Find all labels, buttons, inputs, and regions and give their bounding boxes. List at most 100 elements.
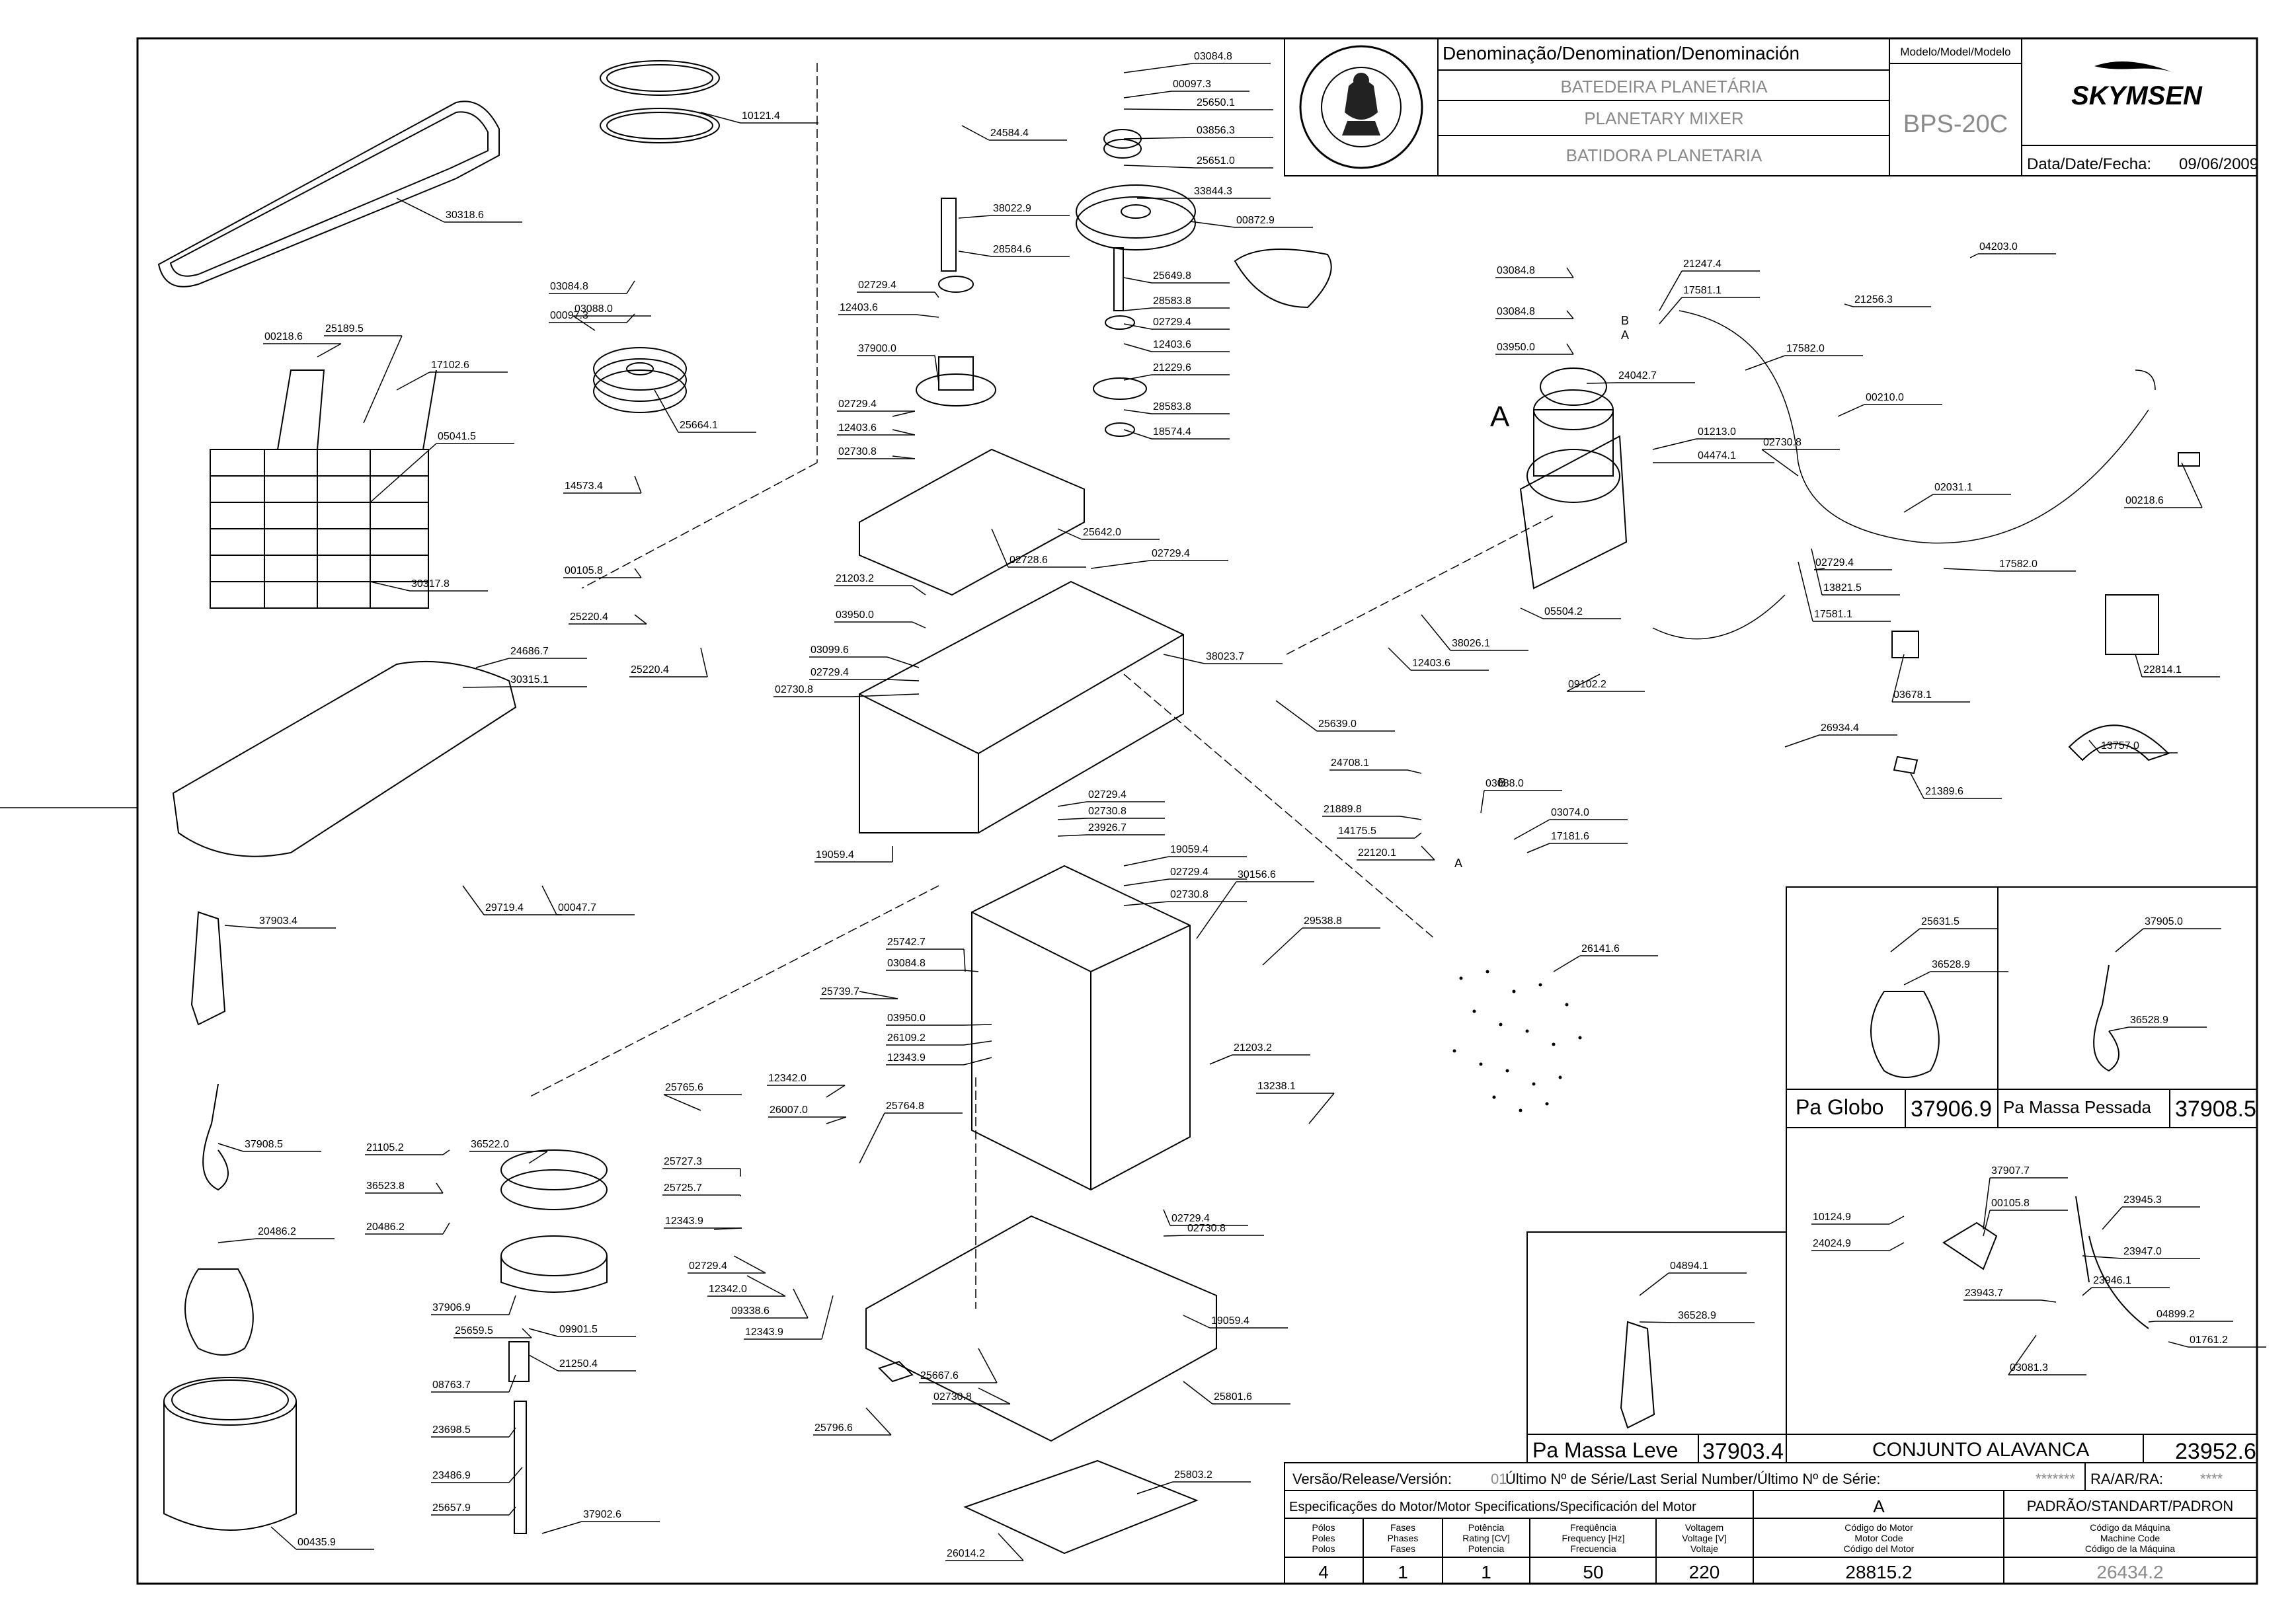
part-number-label: 25659.5	[455, 1325, 493, 1336]
leader-line	[508, 1506, 516, 1516]
leader-line	[1400, 816, 1422, 820]
part-number-label: 02031.1	[1934, 482, 1973, 493]
leader-line	[218, 1238, 257, 1243]
leader-line	[626, 313, 635, 323]
leader-line	[528, 1354, 559, 1372]
leader-line	[892, 455, 916, 459]
poles-label-3: Polos	[1312, 1543, 1335, 1554]
part-number-label: 04899.2	[2157, 1309, 2195, 1320]
part-number-label: 25220.4	[631, 664, 669, 676]
leader-line	[442, 1149, 450, 1155]
leader-line	[442, 1222, 450, 1235]
part-number-label: 12403.6	[840, 302, 878, 313]
leader-line	[2135, 654, 2143, 677]
part-number-label: 23946.1	[2093, 1275, 2131, 1286]
part-number-label: 25631.5	[1921, 916, 1960, 927]
leader-line	[508, 1427, 516, 1438]
part-number-label: 02730.8	[1187, 1223, 1226, 1234]
leader-line	[1090, 560, 1151, 569]
part-number-label: 03084.8	[887, 958, 926, 969]
leader-line	[1262, 927, 1303, 966]
voltage-label-2: Voltage [V]	[1682, 1533, 1727, 1543]
leader-line	[1209, 1054, 1233, 1065]
leader-line	[859, 1112, 885, 1164]
leader-line	[1421, 614, 1451, 651]
part-number-label: 29538.8	[1304, 915, 1342, 927]
leader-line	[654, 389, 679, 433]
leader-line	[541, 1521, 582, 1534]
leader-line	[1183, 1381, 1213, 1405]
leader-line	[2082, 1287, 2092, 1296]
part-number-label: 29719.4	[485, 902, 524, 913]
leader-line	[1890, 928, 1920, 952]
leader-line	[1163, 654, 1205, 664]
leader-line	[626, 280, 635, 294]
part-number-label: 37903.4	[259, 915, 297, 927]
leader-line	[958, 215, 992, 219]
leader-line	[1183, 1315, 1210, 1329]
leader-line	[963, 1057, 992, 1065]
part-number-label: 02729.4	[811, 667, 849, 678]
leader-line	[1388, 647, 1411, 671]
part-number-label: 25664.1	[680, 420, 718, 431]
name-en: PLANETARY MIXER	[1584, 108, 1743, 128]
leader-line	[713, 1227, 742, 1230]
part-number-label: 09338.6	[731, 1305, 770, 1317]
leader-line	[700, 647, 708, 677]
leader-line	[746, 1275, 786, 1297]
part-number-label: 03099.6	[811, 644, 849, 656]
part-number-label: 24686.7	[510, 646, 549, 657]
leader-line	[1123, 323, 1152, 330]
frequency-label-1: Freqüência	[1570, 1522, 1616, 1533]
part-number-label: 13238.1	[1257, 1081, 1296, 1092]
part-number-label: 17181.6	[1551, 831, 1589, 842]
part-number-label: 37907.7	[1991, 1165, 2030, 1177]
frequency-value: 50	[1583, 1562, 1603, 1582]
part-number-label: 12403.6	[1153, 339, 1191, 350]
leader-line	[1761, 449, 1799, 477]
part-number-label: 14573.4	[565, 481, 603, 492]
leader-line	[1123, 429, 1152, 440]
leader-line	[2088, 740, 2100, 754]
part-number-label: 03084.8	[1497, 265, 1535, 276]
leader-line	[1123, 878, 1169, 886]
leader-line	[912, 621, 926, 629]
power-label-1: Potência	[1468, 1522, 1505, 1533]
pa-massa-leve-code: 37903.4	[1702, 1439, 1784, 1464]
part-number-label: 25220.4	[570, 611, 608, 623]
motor-code-label-3: Código del Motor	[1844, 1543, 1915, 1554]
poles-value: 4	[1318, 1562, 1329, 1582]
leader-line	[1123, 63, 1193, 73]
part-number-label: 09901.5	[559, 1324, 598, 1335]
part-number-label: 23698.5	[432, 1424, 471, 1436]
name-es: BATIDORA PLANETARIA	[1566, 145, 1762, 165]
leader-line	[1123, 901, 1169, 906]
machine-code-label-3: Código de la Máquina	[2085, 1543, 2175, 1554]
part-number-label: 03084.8	[1497, 306, 1535, 317]
part-number-label: 19059.4	[1211, 1315, 1249, 1327]
pa-massa-pesada-code: 37908.5	[2175, 1097, 2256, 1122]
authorized-service-seal	[1299, 45, 1423, 169]
motor-code-value: 28815.2	[1845, 1562, 1912, 1582]
part-number-label: 21389.6	[1925, 786, 1963, 797]
part-number-label: 02729.4	[858, 280, 896, 291]
frequency-label-2: Frequency [Hz]	[1562, 1533, 1625, 1543]
part-number-label: 03081.3	[2010, 1362, 2048, 1373]
leader-line	[2102, 1206, 2123, 1230]
part-number-label: 17582.0	[1999, 559, 2038, 570]
leader-line	[1421, 845, 1435, 861]
part-number-label: 25725.7	[664, 1182, 702, 1194]
part-number-label: 04474.1	[1698, 450, 1736, 461]
part-number-label: 02729.4	[838, 399, 877, 410]
part-number-label: 02730.8	[1763, 437, 1801, 448]
leader-line	[1123, 307, 1152, 311]
leader-line	[963, 948, 966, 972]
leader-line	[370, 581, 411, 592]
leader-line	[1526, 843, 1550, 853]
leader-line	[363, 335, 403, 424]
leader-line	[436, 1182, 444, 1194]
leader-line	[1784, 734, 1820, 748]
leader-line	[865, 1407, 892, 1436]
part-number-label: 22120.1	[1358, 847, 1396, 859]
leader-line	[851, 693, 920, 697]
